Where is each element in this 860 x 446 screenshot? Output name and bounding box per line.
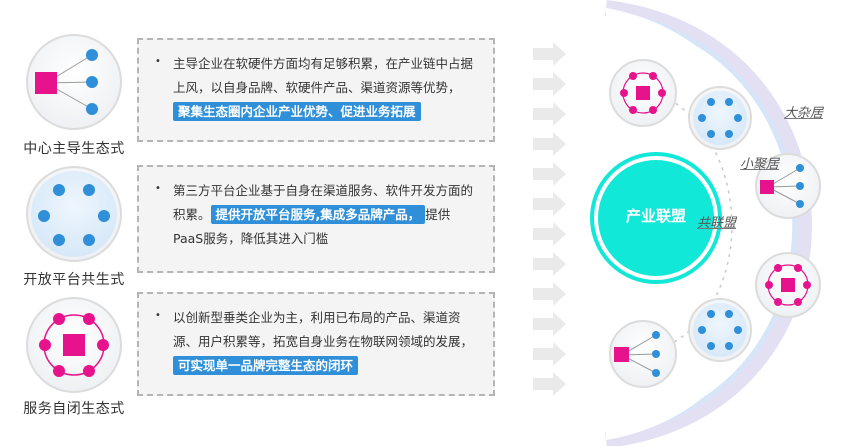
highlight-text: 聚集生态圈内企业产业优势、促进业务拓展: [173, 102, 421, 121]
highlight-text: 可实现单一品牌完整生态的闭环: [173, 356, 359, 375]
mini-open-icon-bottom: [688, 298, 752, 362]
label-small: 小聚居: [740, 157, 780, 172]
description-body-suffix: 提供PaaS服务，降低其进入门槛: [173, 207, 451, 246]
description-body: 主导企业在软硬件方面均有足够积累，在产业链中占据上风，以自身品牌、软硬件产品、渠…: [173, 56, 474, 95]
mini-open-icon-top: [688, 86, 752, 150]
bullet-icon: •: [155, 56, 161, 67]
highlight-text: 提供开放平台服务,集成多品牌产品，: [210, 205, 426, 224]
arrow-icon: [533, 342, 566, 366]
mode-label-open-platform: 开放平台共生式: [23, 272, 125, 288]
mini-closed-icon-mid: [755, 252, 821, 318]
arrow-icon: [533, 282, 566, 306]
arrow-icon: [533, 42, 566, 66]
description-box-service-closed: • 以创新型垂类企业为主，利用已布局的产品、渠道资源、用户积累等，拓宽自身业务在…: [137, 292, 495, 396]
bullet-icon: •: [155, 183, 161, 194]
mode-label-center-dominant: 中心主导生态式: [23, 141, 125, 157]
mini-center-icon-mid: [755, 153, 821, 219]
arrow-icon: [533, 192, 566, 216]
description-text: 主导企业在软硬件方面均有足够积累，在产业链中占据上风，以自身品牌、软硬件产品、渠…: [173, 52, 477, 124]
description-box-center-dominant: • 主导企业在软硬件方面均有足够积累，在产业链中占据上风，以自身品牌、软硬件产品…: [137, 38, 495, 142]
description-body: 以创新型垂类企业为主，利用已布局的产品、渠道资源、用户积累等，拓宽自身业务在物联…: [173, 310, 474, 349]
core-alliance-label: 产业联盟: [625, 207, 686, 225]
arrow-column: [533, 42, 566, 396]
arrow-icon: [533, 72, 566, 96]
bullet-icon: •: [155, 310, 161, 321]
core-alliance-icon: [588, 150, 724, 286]
label-alliance: 共联盟: [697, 216, 737, 231]
arrow-icon: [533, 132, 566, 156]
description-box-open-platform: • 第三方平台企业基于自身在渠道服务、软件开发方面的积累。提供开放平台服务,集成…: [137, 165, 495, 273]
service-closed-icon: [26, 297, 122, 393]
description-text: 第三方平台企业基于自身在渠道服务、软件开发方面的积累。提供开放平台服务,集成多品…: [173, 179, 477, 251]
center-dominant-icon: [26, 34, 122, 130]
arrow-icon: [533, 372, 566, 396]
mode-label-service-closed: 服务自闭生态式: [23, 401, 125, 417]
description-body: 第三方平台企业基于自身在渠道服务、软件开发方面的积累。: [173, 183, 474, 222]
arrow-icon: [533, 162, 566, 186]
arrow-icon: [533, 102, 566, 126]
arrow-icon: [533, 252, 566, 276]
arrow-icon: [533, 222, 566, 246]
arrow-icon: [533, 312, 566, 336]
mini-closed-icon-top: [609, 59, 677, 127]
mini-center-icon-bottom: [609, 320, 677, 388]
label-big: 大杂居: [784, 106, 824, 121]
description-text: 以创新型垂类企业为主，利用已布局的产品、渠道资源、用户积累等，拓宽自身业务在物联…: [173, 306, 477, 378]
open-platform-icon: [26, 166, 122, 262]
